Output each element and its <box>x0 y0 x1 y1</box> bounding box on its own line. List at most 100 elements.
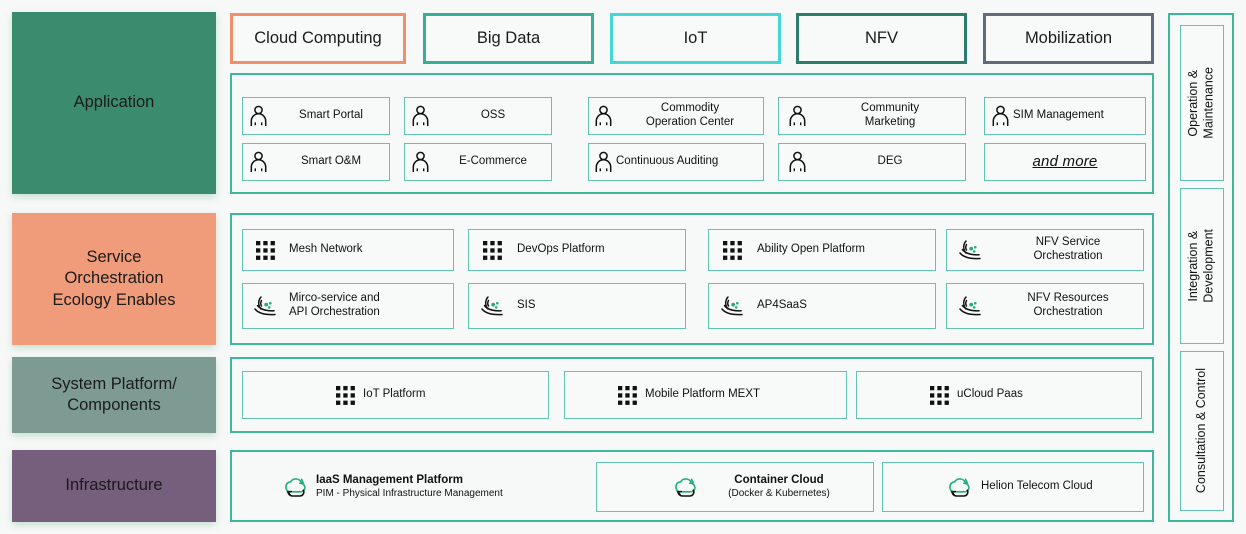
infrastructure-item-title: IaaS Management Platform <box>316 473 463 486</box>
person-icon <box>243 151 273 173</box>
infrastructure-panel: IaaS Management Platform PIM - Physical … <box>230 450 1154 522</box>
cloud-refresh-icon <box>272 474 316 500</box>
stage-label-system-platform: System Platform/ Components <box>12 357 216 433</box>
category-tab-mobilization[interactable]: Mobilization <box>983 13 1154 64</box>
service-item-nfv-service-orchestration[interactable]: NFV Service Orchestration <box>946 229 1144 271</box>
service-item-sis[interactable]: SIS <box>468 283 686 329</box>
rail-item-label: Consultation & Control <box>1194 368 1209 494</box>
category-tab-label: Mobilization <box>1024 29 1113 47</box>
application-item-label: Smart O&M <box>300 155 362 168</box>
application-item-continuous-auditing[interactable]: Continuous Auditing <box>588 143 764 181</box>
person-icon <box>243 105 273 127</box>
grid-dots-icon <box>857 385 949 405</box>
grid-dots-icon <box>565 385 637 405</box>
person-icon <box>592 151 614 173</box>
service-item-label: SIS <box>517 299 536 312</box>
application-item-and-more[interactable]: and more <box>984 143 1146 181</box>
orchestration-icon <box>947 238 993 262</box>
application-item-commodity-operation-center[interactable]: Commodity Operation Center <box>588 97 764 135</box>
service-item-label: Mesh Network <box>289 243 363 256</box>
service-orchestration-panel: Mesh Network DevOps Platform Ability Ope… <box>230 213 1154 345</box>
service-item-nfv-resources-orchestration[interactable]: NFV Resources Orchestration <box>946 283 1144 329</box>
infrastructure-item-helion-telecom-cloud[interactable]: Helion Telecom Cloud <box>882 462 1144 512</box>
infrastructure-item-title: Helion Telecom Cloud <box>981 480 1093 493</box>
system-item-label: Mobile Platform MEXT <box>645 388 761 401</box>
application-item-label: E-Commerce <box>459 155 527 168</box>
system-item-label: IoT Platform <box>363 388 426 401</box>
infrastructure-item-text: IaaS Management Platform PIM - Physical … <box>316 474 503 500</box>
orchestration-icon <box>469 294 515 318</box>
service-item-ability-open-platform[interactable]: Ability Open Platform <box>708 229 936 271</box>
category-tab-nfv[interactable]: NFV <box>796 13 967 64</box>
rail-item-operation-maintenance[interactable]: Operation & Maintenance <box>1180 25 1224 181</box>
orchestration-icon <box>243 294 287 318</box>
infrastructure-item-subtitle: PIM - Physical Infrastructure Management <box>316 487 503 499</box>
system-platform-panel: IoT Platform Mobile Platform MEXT uCloud… <box>230 357 1154 433</box>
person-icon <box>779 105 815 127</box>
service-item-label: Mirco-service and API Orchestration <box>289 292 380 318</box>
category-tab-label: Cloud Computing <box>254 29 382 47</box>
stage-label-text: Infrastructure <box>65 476 163 495</box>
infrastructure-item-iaas-management-platform[interactable]: IaaS Management Platform PIM - Physical … <box>272 462 612 512</box>
stage-label-application: Application <box>12 12 216 194</box>
application-item-label: SIM Management <box>1013 109 1104 122</box>
category-tab-label: Big Data <box>476 29 541 47</box>
system-item-ucloud-paas[interactable]: uCloud Paas <box>856 371 1142 419</box>
application-item-sim-management[interactable]: SIM Management <box>984 97 1146 135</box>
application-item-label: Smart Portal <box>299 109 363 122</box>
application-item-label: Community Marketing <box>860 102 920 128</box>
stage-label-text: Application <box>73 93 155 112</box>
stage-label-text: System Platform/ Components <box>51 374 177 414</box>
application-item-label: Commodity Operation Center <box>645 102 735 128</box>
service-item-label: NFV Resources Orchestration <box>1027 292 1109 318</box>
stage-label-text: Service Orchestration Ecology Enables <box>52 248 176 309</box>
stage-label-service-orchestration: Service Orchestration Ecology Enables <box>12 213 216 345</box>
application-item-smart-portal[interactable]: Smart Portal <box>242 97 390 135</box>
system-item-label: uCloud Paas <box>957 388 1023 401</box>
infrastructure-item-title: Container Cloud <box>734 473 824 486</box>
rail-item-label: Operation & Maintenance <box>1186 67 1216 139</box>
application-item-oss[interactable]: OSS <box>404 97 552 135</box>
infrastructure-item-text: Container Cloud (Docker & Kubernetes) <box>699 474 873 500</box>
service-item-devops-platform[interactable]: DevOps Platform <box>468 229 686 271</box>
application-item-smart-om[interactable]: Smart O&M <box>242 143 390 181</box>
application-item-community-marketing[interactable]: Community Marketing <box>778 97 966 135</box>
application-panel: Smart Portal OSS Commodity Operation Cen… <box>230 73 1154 194</box>
category-tab-big-data[interactable]: Big Data <box>423 13 594 64</box>
system-item-mobile-platform-mext[interactable]: Mobile Platform MEXT <box>564 371 847 419</box>
infrastructure-item-container-cloud[interactable]: Container Cloud (Docker & Kubernetes) <box>596 462 874 512</box>
person-icon <box>405 105 435 127</box>
service-item-label: AP4SaaS <box>757 299 807 312</box>
service-item-label: NFV Service Orchestration <box>1033 236 1103 262</box>
service-item-label: DevOps Platform <box>517 243 605 256</box>
grid-dots-icon <box>243 385 355 405</box>
service-item-ap4saas[interactable]: AP4SaaS <box>708 283 936 329</box>
service-item-micro-service-api-orchestration[interactable]: Mirco-service and API Orchestration <box>242 283 454 329</box>
rail-item-consultation-control[interactable]: Consultation & Control <box>1180 351 1224 511</box>
category-tab-label: NFV <box>865 29 898 47</box>
grid-dots-icon <box>709 240 755 260</box>
application-item-label: and more <box>1032 153 1098 171</box>
lifecycle-rail: Operation & Maintenance Integration & De… <box>1168 13 1234 522</box>
infrastructure-item-subtitle: (Docker & Kubernetes) <box>728 487 830 499</box>
category-tab-iot[interactable]: IoT <box>610 13 781 64</box>
service-item-mesh-network[interactable]: Mesh Network <box>242 229 454 271</box>
rail-item-label: Integration & Development <box>1186 229 1216 303</box>
category-tab-cloud-computing[interactable]: Cloud Computing <box>230 13 406 64</box>
application-item-label: Continuous Auditing <box>616 155 719 168</box>
orchestration-icon <box>709 294 755 318</box>
cloud-refresh-icon <box>597 474 699 500</box>
grid-dots-icon <box>469 240 515 260</box>
rail-item-integration-development[interactable]: Integration & Development <box>1180 188 1224 344</box>
application-item-deg[interactable]: DEG <box>778 143 966 181</box>
person-icon <box>405 151 435 173</box>
system-item-iot-platform[interactable]: IoT Platform <box>242 371 549 419</box>
orchestration-icon <box>947 294 993 318</box>
service-item-label: Ability Open Platform <box>757 243 866 256</box>
application-item-label: DEG <box>877 155 903 168</box>
person-icon <box>989 105 1011 127</box>
stage-label-infrastructure: Infrastructure <box>12 450 216 522</box>
person-icon <box>589 105 617 127</box>
application-item-e-commerce[interactable]: E-Commerce <box>404 143 552 181</box>
